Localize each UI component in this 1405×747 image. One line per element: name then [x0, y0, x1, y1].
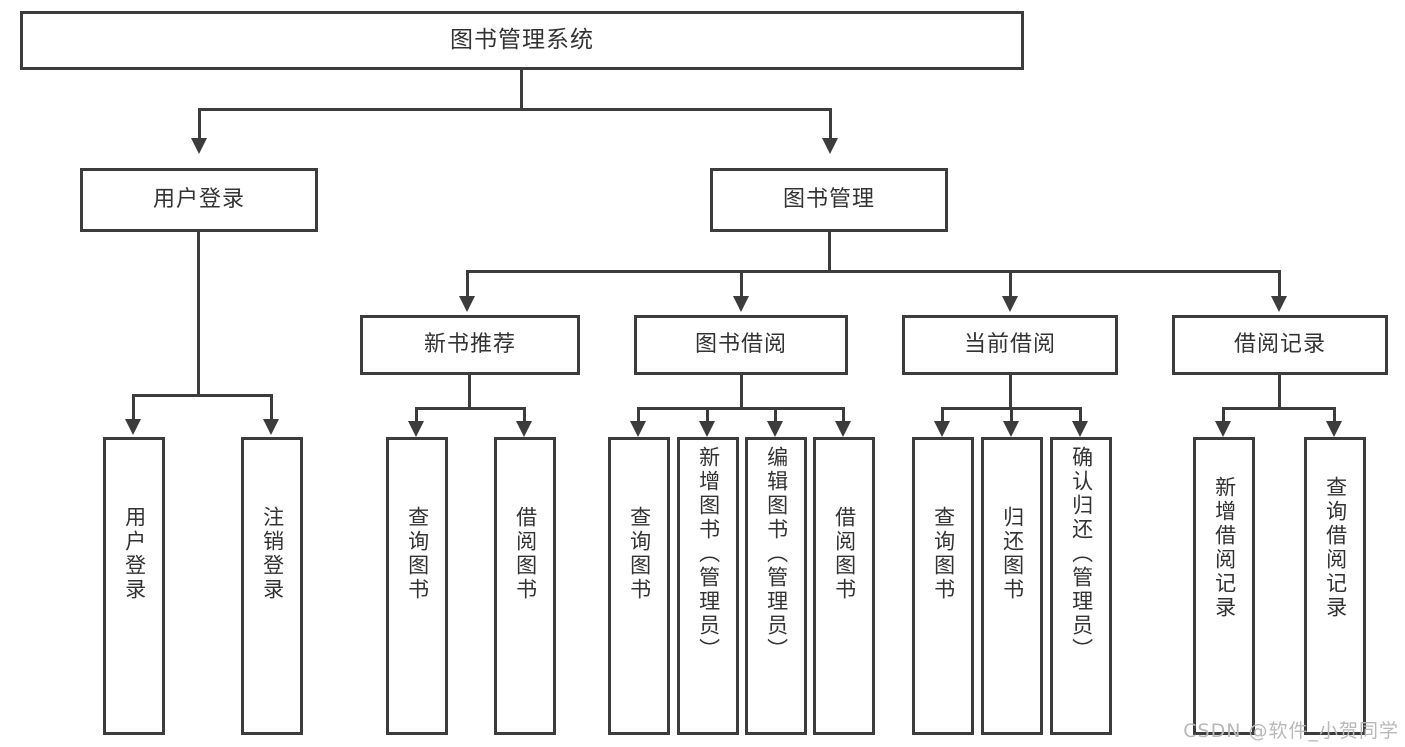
connector-book-management-stem [828, 232, 831, 270]
leaf-borrow-book-new-recommend[interactable]: 借阅图书 [494, 437, 556, 735]
node-label: 查询借阅记录 [1323, 476, 1348, 620]
node-new-book-recommend[interactable]: 新书推荐 [360, 315, 580, 375]
leaf-borrow-book-borrow[interactable]: 借阅图书 [813, 437, 875, 735]
connector-borrow-record-bus [1222, 407, 1336, 410]
connector-book-borrow-drop-2 [706, 407, 709, 423]
connector-current-borrow-drop-2 [1010, 407, 1013, 423]
arrow-user-login-to-logout [263, 419, 279, 435]
arrow-book-borrow-to-query-book [630, 421, 646, 437]
node-label: 借阅图书 [832, 506, 857, 602]
connector-new-book-stem [468, 375, 471, 407]
connector-user-login-stem [197, 232, 200, 394]
node-book-borrow[interactable]: 图书借阅 [634, 315, 848, 375]
node-label: 当前借阅 [963, 332, 1056, 358]
node-label: 确认归还（管理员） [1069, 446, 1094, 662]
node-user-login[interactable]: 用户登录 [80, 168, 318, 232]
connector-book-borrow-drop-4 [842, 407, 845, 423]
connector-book-management-bus [466, 270, 1278, 273]
arrow-bm-to-borrow-record [1271, 296, 1287, 312]
node-borrow-record[interactable]: 借阅记录 [1172, 315, 1388, 375]
arrow-root-to-book-management [822, 138, 838, 154]
leaf-return-book[interactable]: 归还图书 [981, 437, 1043, 735]
connector-bm-drop-book-borrow [740, 270, 743, 298]
node-label: 新增借阅记录 [1212, 476, 1237, 620]
leaf-logout[interactable]: 注销登录 [241, 437, 303, 735]
connector-borrow-record-drop-2 [1333, 407, 1336, 423]
connector-root-to-user-login [198, 108, 201, 141]
leaf-add-borrow-record[interactable]: 新增借阅记录 [1193, 437, 1255, 735]
connector-borrow-record-drop-1 [1222, 407, 1225, 423]
node-current-borrow[interactable]: 当前借阅 [902, 315, 1118, 375]
leaf-add-book-admin[interactable]: 新增图书（管理员） [677, 437, 739, 735]
leaf-query-borrow-record[interactable]: 查询借阅记录 [1304, 437, 1366, 735]
node-label: 查询图书 [405, 506, 430, 602]
connector-user-login-drop-2 [270, 394, 273, 421]
arrow-borrow-record-to-query-record [1326, 421, 1342, 437]
connector-book-borrow-drop-1 [637, 407, 640, 423]
connector-new-book-drop-1 [415, 407, 418, 423]
connector-bm-drop-new-book [466, 270, 469, 298]
node-label: 借阅记录 [1233, 332, 1326, 358]
arrow-book-borrow-to-borrow-book [835, 421, 851, 437]
node-label: 注销登录 [260, 506, 285, 602]
node-label: 查询图书 [627, 506, 652, 602]
arrow-current-borrow-to-query-book [934, 421, 950, 437]
arrow-book-borrow-to-edit-book [767, 421, 783, 437]
connector-user-login-bus [132, 394, 272, 397]
node-root-book-management-system[interactable]: 图书管理系统 [20, 11, 1024, 70]
arrow-bm-to-new-book-recommend [459, 296, 475, 312]
leaf-query-book-new-recommend[interactable]: 查询图书 [386, 437, 448, 735]
arrow-book-borrow-to-add-book [699, 421, 715, 437]
connector-current-borrow-drop-1 [941, 407, 944, 423]
connector-new-book-bus [415, 407, 526, 410]
connector-root-to-book-management [829, 108, 832, 141]
leaf-query-book-borrow[interactable]: 查询图书 [608, 437, 670, 735]
node-label: 查询图书 [931, 506, 956, 602]
node-label: 图书管理系统 [450, 26, 594, 53]
arrow-current-borrow-to-return-book [1003, 421, 1019, 437]
node-label: 图书借阅 [694, 332, 787, 358]
connector-current-borrow-stem [1009, 375, 1012, 407]
leaf-edit-book-admin[interactable]: 编辑图书（管理员） [745, 437, 807, 735]
connector-borrow-record-stem [1278, 375, 1281, 407]
connector-bm-drop-borrow-record [1278, 270, 1281, 298]
node-label: 借阅图书 [513, 506, 538, 602]
connector-root-stem [520, 70, 523, 108]
node-label: 图书管理 [782, 187, 875, 213]
connector-book-borrow-stem [740, 375, 743, 407]
node-book-management[interactable]: 图书管理 [710, 168, 948, 232]
node-label: 用户登录 [122, 506, 147, 602]
node-label: 归还图书 [1000, 506, 1025, 602]
arrow-new-book-to-borrow-book [516, 421, 532, 437]
node-label: 用户登录 [152, 187, 245, 213]
connector-new-book-drop-2 [523, 407, 526, 423]
node-label: 编辑图书（管理员） [764, 446, 789, 662]
arrow-borrow-record-to-add-record [1215, 421, 1231, 437]
node-label: 新增图书（管理员） [696, 446, 721, 662]
arrow-user-login-to-login [125, 419, 141, 435]
node-label: 新书推荐 [423, 332, 516, 358]
connector-bm-drop-current-borrow [1009, 270, 1012, 298]
connector-book-borrow-drop-3 [774, 407, 777, 423]
arrow-root-to-user-login [191, 138, 207, 154]
connector-user-login-drop-1 [132, 394, 135, 421]
leaf-user-login[interactable]: 用户登录 [103, 437, 165, 735]
arrow-current-borrow-to-confirm-return [1072, 421, 1088, 437]
leaf-confirm-return-admin[interactable]: 确认归还（管理员） [1050, 437, 1112, 735]
connector-book-borrow-bus [637, 407, 845, 410]
connector-root-bus [198, 108, 832, 111]
connector-current-borrow-drop-3 [1079, 407, 1082, 423]
leaf-query-book-current[interactable]: 查询图书 [912, 437, 974, 735]
arrow-new-book-to-query-book [408, 421, 424, 437]
arrow-bm-to-current-borrow [1002, 296, 1018, 312]
arrow-bm-to-book-borrow [733, 296, 749, 312]
